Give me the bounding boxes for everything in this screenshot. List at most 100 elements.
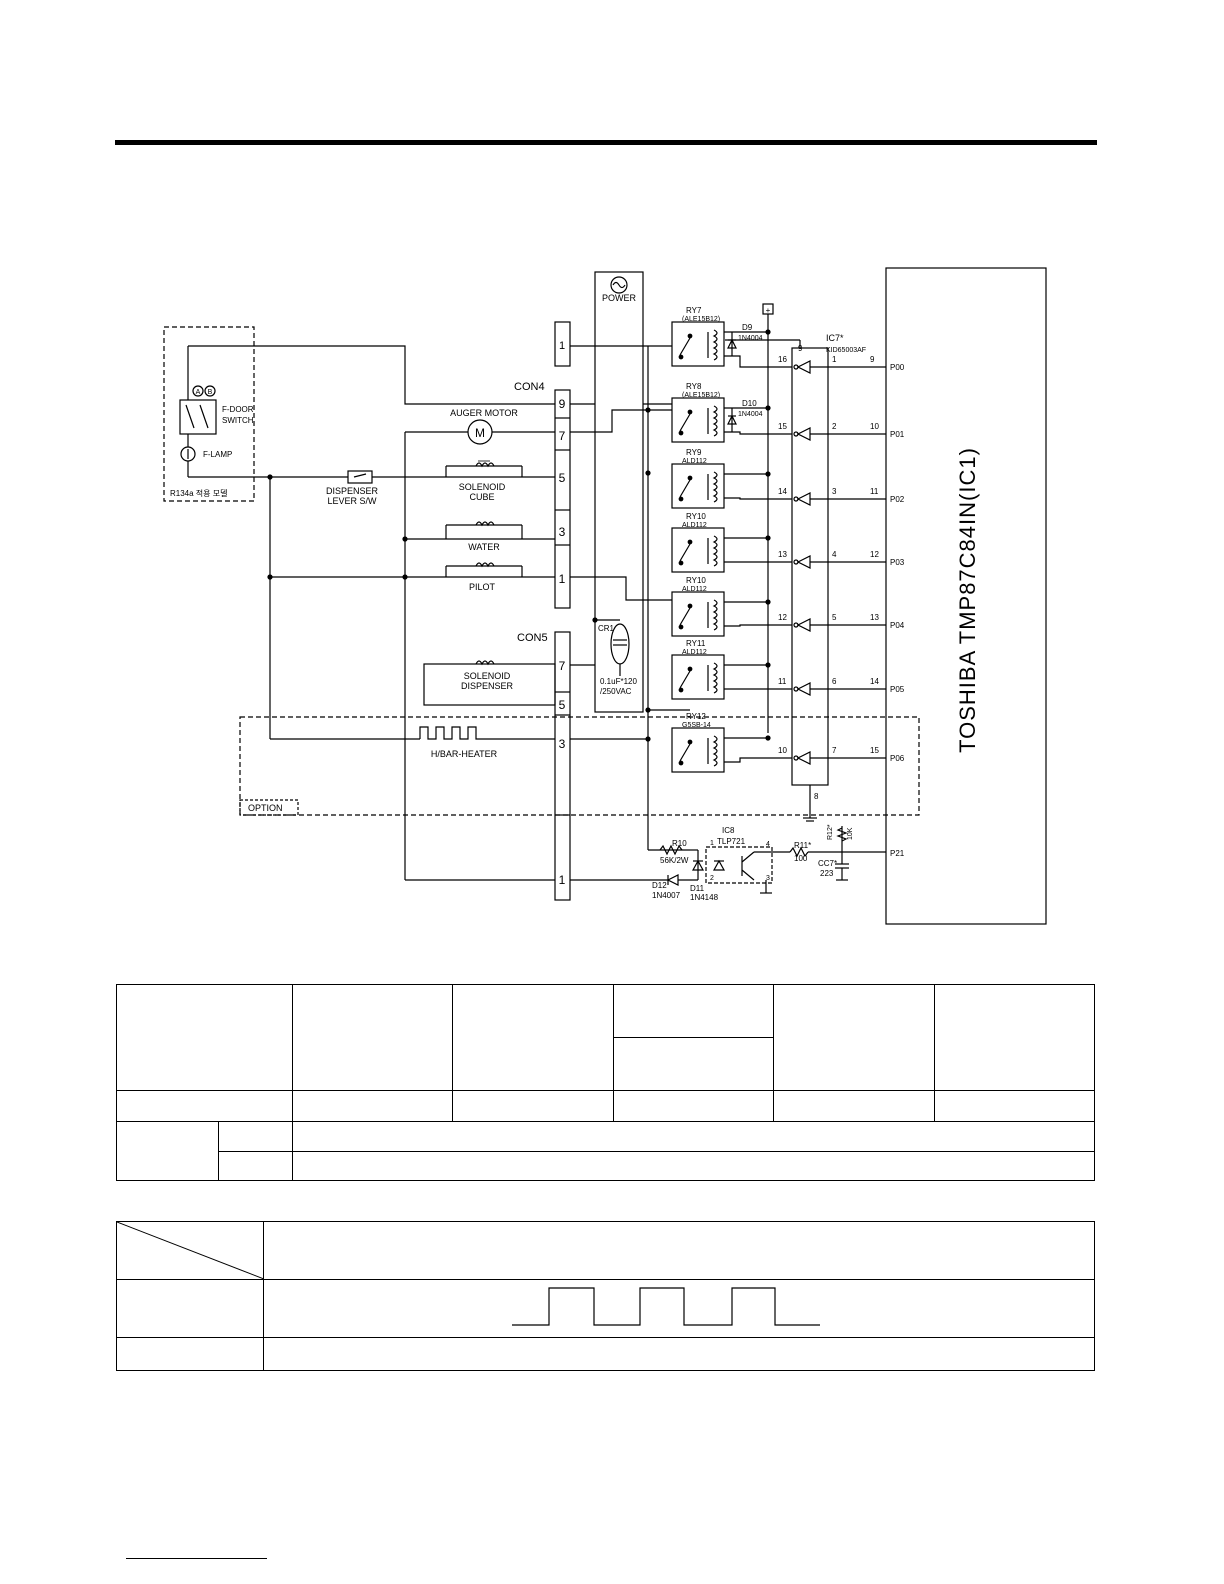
relay-terminal: [678, 760, 684, 766]
relay-contact: [679, 337, 691, 356]
relay-box: [671, 463, 725, 509]
driver-out-pin: 10: [778, 746, 787, 755]
table1-cell: [934, 1090, 1095, 1122]
relay-box: [671, 654, 725, 700]
solenoid-dispenser-label: SOLENOID: [464, 671, 511, 681]
mcu-pin: 15: [870, 746, 879, 755]
mcu-port: P04: [890, 621, 905, 630]
mcu-port: P06: [890, 754, 905, 763]
junction-dot: [765, 735, 771, 741]
auger-motor-label: AUGER MOTOR: [450, 408, 518, 418]
con4-pin: 3: [559, 525, 566, 539]
auger-motor: M AUGER MOTOR: [450, 408, 518, 445]
table2-cell: [263, 1337, 1095, 1371]
driver-in-pin: 5: [832, 613, 837, 622]
driver-ic: IC7* KID65003AF 9 8: [791, 333, 866, 822]
relay-coil: [712, 599, 718, 631]
mcu: TOSHIBA TMP87C84IN(IC1): [885, 267, 1047, 925]
table1-cell: [613, 1090, 774, 1122]
relay-coil: [712, 735, 718, 767]
table1-group-cell: [116, 1121, 219, 1181]
relay-terminal: [687, 539, 693, 545]
driver-bubble: [793, 559, 799, 565]
water-valve: WATER: [446, 521, 522, 552]
capacitor-cr1: CR1 0.1uF*120 /250VAC: [595, 619, 637, 696]
table1-header-cell: [116, 984, 293, 1091]
table2-diagonal-cell: [116, 1221, 264, 1280]
table1-cell: [218, 1151, 293, 1181]
con4-label: CON4: [514, 381, 545, 393]
door-switch-note: R134a 적용 모델: [170, 488, 227, 498]
driver-out-pin: 16: [778, 355, 787, 364]
solenoid-dispenser-label: DISPENSER: [461, 681, 514, 691]
driver-out-pin: 14: [778, 487, 787, 496]
junction-dot: [765, 405, 771, 411]
driver-bubble: [793, 364, 799, 370]
circuit-schematic: POWER 1 CON4 9 7 5 3 1 CON5 7 5 3 1: [163, 267, 1047, 925]
driver-buffer: [796, 427, 811, 441]
table1-header-cell: [934, 984, 1095, 1091]
lamp-label: F-LAMP: [203, 450, 232, 459]
driver-in-pin: 1: [832, 355, 837, 364]
connector-con5: CON5 7 5 3 1: [517, 631, 571, 901]
relay-terminal: [678, 624, 684, 630]
spec-table: [116, 984, 1095, 1181]
junction-dot: [765, 471, 771, 477]
wiring: [188, 345, 556, 881]
cc7-value: 223: [820, 869, 834, 878]
dispenser-lever-switch: DISPENSER LEVER S/W: [326, 470, 379, 506]
relay-terminal: [687, 603, 693, 609]
cc7-name: CC7*: [818, 859, 837, 868]
opto-section: R10 56K/2W D12 1N4007 D11 1N4148 IC8 TLP…: [652, 824, 905, 902]
diode-part: 1N4004: [738, 411, 763, 418]
con4-pin: 7: [559, 429, 566, 443]
relay-terminal: [687, 739, 693, 745]
table2-row-label: [116, 1337, 264, 1371]
d12-name: D12: [652, 881, 667, 890]
relay-terminal: [678, 430, 684, 436]
table2-header-cell: [263, 1221, 1095, 1280]
relay-driver-wire: [724, 431, 792, 435]
relay-terminal: [687, 409, 693, 415]
con4-pin: 1: [559, 572, 566, 586]
power-source: POWER: [594, 271, 644, 713]
flyback-diode: [727, 338, 737, 349]
pulse-waveform: [512, 1287, 820, 1326]
con5-pin: 1: [559, 873, 566, 887]
heater-label: H/BAR-HEATER: [431, 749, 498, 759]
relay-contact: [679, 543, 691, 562]
relay-part: ALD112: [682, 649, 707, 656]
capacitor-value: 0.1uF*120: [600, 677, 637, 686]
driver-buffer: [796, 555, 811, 569]
con5-pin: 3: [559, 737, 566, 751]
relay-contact: [679, 479, 691, 498]
r10-name: R10: [672, 839, 687, 848]
d12-part: 1N4007: [652, 891, 681, 900]
relay-contact: [679, 607, 691, 626]
table1-header-cell: [613, 984, 774, 1038]
waveform-table: [116, 1221, 1095, 1371]
option-block: OPTION: [239, 716, 920, 816]
table1-cell: [292, 1151, 1095, 1181]
mcu-pin: 9: [870, 355, 875, 364]
relay-part: ALD112: [682, 458, 707, 465]
top-rule: [115, 140, 1097, 145]
relay-part: (ALE15B12): [682, 392, 720, 399]
opto-ic-part: TLP721: [717, 837, 746, 846]
driver-bubble: [793, 622, 799, 628]
port-p21: P21: [890, 849, 905, 858]
table1-cell: [116, 1090, 293, 1122]
table1-cell: [292, 1121, 1095, 1152]
driver-buffer: [796, 751, 811, 765]
relay-part: (ALE15B12): [682, 316, 720, 323]
con5-pin: 7: [559, 659, 566, 673]
table1-subheader-cell: [613, 1037, 774, 1091]
diode-part: 1N4004: [738, 335, 763, 342]
table1-cell: [218, 1121, 293, 1152]
driver-buffer: [796, 682, 811, 696]
